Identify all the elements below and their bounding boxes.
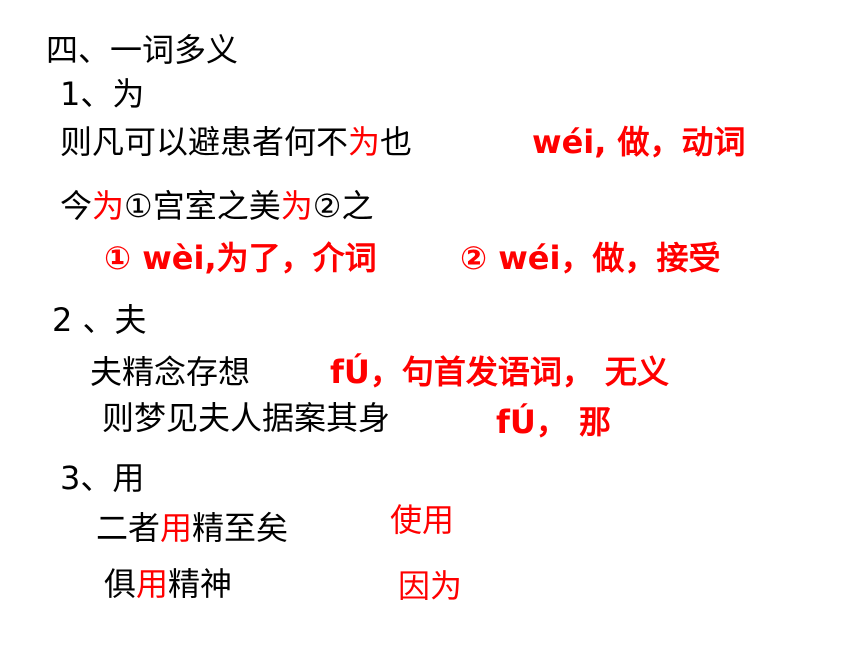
example-text: ②之: [312, 187, 374, 225]
highlighted-word: 用: [136, 565, 169, 603]
example-text: 则凡可以避患者何不: [60, 123, 349, 161]
highlighted-word: 为: [348, 123, 381, 161]
example-sentence: 俱用精神: [104, 564, 232, 604]
example-sentence: 夫精念存想: [90, 353, 251, 391]
example-sentence: 则梦见夫人据案其身: [102, 399, 391, 437]
example-text: 俱: [104, 565, 137, 603]
answer-label: fÚ，句首发语词， 无义: [330, 353, 670, 391]
example-text: 今: [60, 187, 93, 225]
slide-title: 四、一词多义: [46, 31, 239, 69]
answer-label: ① wèi,为了，介词: [104, 239, 377, 277]
answer-label: 使用: [390, 501, 455, 539]
example-text: 二者: [96, 509, 161, 547]
highlighted-word: 为: [92, 187, 125, 225]
answer-label: 因为: [398, 567, 463, 605]
section-heading-fu: 2 、夫: [52, 301, 147, 339]
highlighted-word: 为: [280, 187, 313, 225]
highlighted-word: 用: [160, 509, 193, 547]
answer-label: fÚ， 那: [496, 403, 612, 441]
example-sentence: 今为①宫室之美为②之: [60, 186, 373, 226]
answer-label: ② wéi，做，接受: [460, 239, 721, 277]
section-heading-yong: 3、用: [60, 459, 145, 497]
example-text: ①宫室之美: [124, 187, 281, 225]
example-text: 也: [380, 123, 413, 161]
example-text: 精至矣: [192, 509, 289, 547]
example-text: 精神: [168, 565, 233, 603]
example-sentence: 则凡可以避患者何不为也: [60, 122, 412, 162]
section-heading-wei: 1、为: [60, 75, 145, 113]
example-sentence: 二者用精至矣: [96, 508, 288, 548]
answer-label: wéi, 做，动词: [532, 123, 746, 161]
